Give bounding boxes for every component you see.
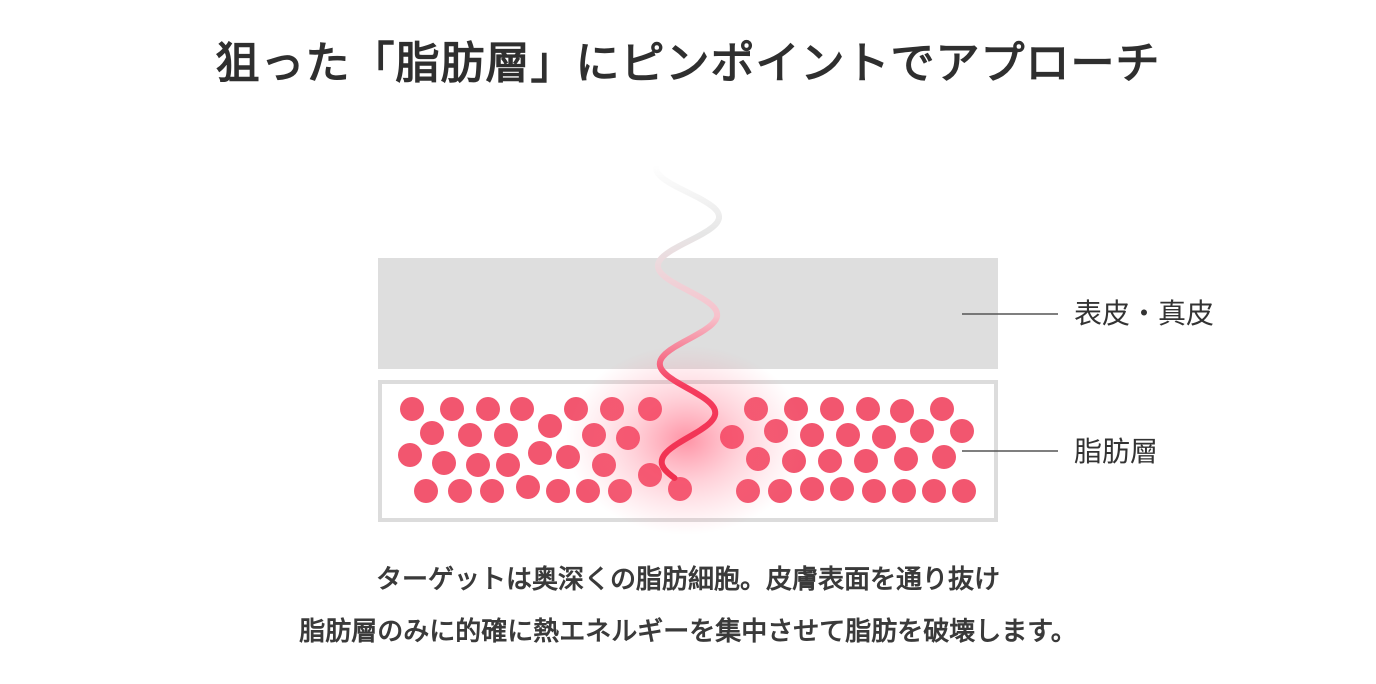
fat-cell bbox=[800, 423, 824, 447]
energy-wave bbox=[653, 165, 722, 481]
fat-cell bbox=[892, 479, 916, 503]
fat-cell bbox=[516, 475, 540, 499]
caption-line-2: 脂肪層のみに的確に熱エネルギーを集中させて脂肪を破壊します。 bbox=[299, 617, 1077, 647]
fat-cell bbox=[414, 479, 438, 503]
fat-cell bbox=[922, 479, 946, 503]
fat-cell bbox=[952, 479, 976, 503]
fat-cell bbox=[800, 477, 824, 501]
fat-cell bbox=[440, 397, 464, 421]
skin-layer-label: 表皮・真皮 bbox=[1074, 297, 1215, 330]
fat-cell bbox=[836, 423, 860, 447]
fat-cell bbox=[932, 445, 956, 469]
fat-cell bbox=[872, 425, 896, 449]
fat-cell bbox=[398, 443, 422, 467]
fat-cell bbox=[480, 479, 504, 503]
fat-cell bbox=[466, 453, 490, 477]
fat-cell bbox=[854, 449, 878, 473]
fat-cell bbox=[458, 423, 482, 447]
fat-cell bbox=[400, 397, 424, 421]
fat-cell bbox=[818, 449, 842, 473]
caption-line-1: ターゲットは奥深くの脂肪細胞。皮膚表面を通り抜け bbox=[375, 565, 1000, 595]
fat-cell bbox=[950, 419, 974, 443]
page-title: 狙った「脂肪層」にピンポイントでアプローチ bbox=[215, 38, 1161, 89]
fat-cell bbox=[496, 453, 520, 477]
fat-cell bbox=[930, 397, 954, 421]
fat-cell bbox=[546, 479, 570, 503]
fat-cell bbox=[420, 421, 444, 445]
fat-cell bbox=[448, 479, 472, 503]
fat-cell bbox=[894, 447, 918, 471]
fat-cell bbox=[820, 397, 844, 421]
fat-cell bbox=[432, 451, 456, 475]
fat-layer-label: 脂肪層 bbox=[1074, 435, 1159, 468]
fat-cell bbox=[856, 397, 880, 421]
fat-cell bbox=[528, 441, 552, 465]
fat-cell bbox=[538, 414, 562, 438]
fat-cell bbox=[494, 423, 518, 447]
fat-cell bbox=[830, 477, 854, 501]
fat-cell bbox=[510, 397, 534, 421]
fat-cell bbox=[910, 419, 934, 443]
fat-cell bbox=[890, 399, 914, 423]
fat-cell bbox=[476, 397, 500, 421]
fat-cell bbox=[862, 479, 886, 503]
